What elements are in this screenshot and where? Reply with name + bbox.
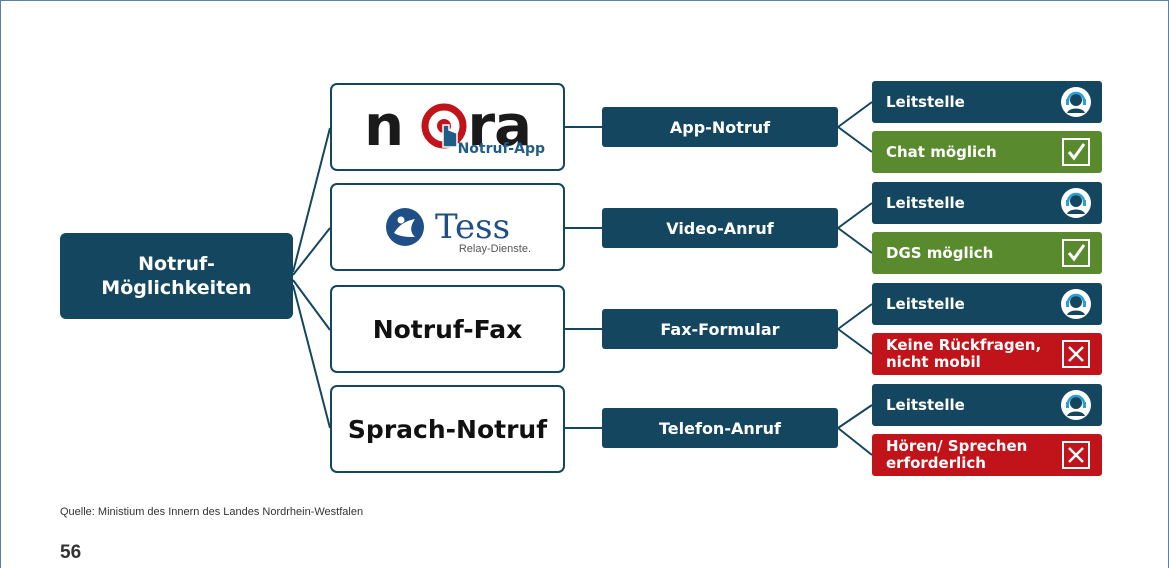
nora-logo: nora n ra bbox=[364, 94, 532, 159]
outcome-leitstelle: Leitstelle bbox=[872, 283, 1102, 325]
outcome-label: Chat möglich bbox=[886, 142, 997, 161]
connector-root-nora bbox=[292, 127, 331, 273]
page-number: 56 bbox=[60, 542, 82, 563]
tess-logo-sub: Relay-Dienste. bbox=[458, 243, 531, 255]
checkbox-x-icon bbox=[1060, 439, 1092, 471]
connector-root-tess bbox=[292, 227, 331, 276]
outcome-label: Leitstelle bbox=[886, 395, 965, 414]
outcome-label-line1: Hören/ Sprechen bbox=[886, 437, 1028, 455]
channel-label: Video-Anruf bbox=[666, 218, 774, 238]
headset-operator-icon bbox=[1060, 389, 1092, 421]
channel-fax-formular: Fax-Formular bbox=[602, 309, 838, 349]
nora-logo-sub: Notruf-App bbox=[457, 141, 545, 157]
outcome-label-line2: nicht mobil bbox=[886, 353, 981, 371]
root-label-line1: Notruf- bbox=[138, 253, 215, 275]
connector-root-voice bbox=[292, 284, 331, 429]
outcome-label-line2: erforderlich bbox=[886, 454, 986, 472]
outcome-leitstelle: Leitstelle bbox=[872, 384, 1102, 426]
headset-operator-icon bbox=[1060, 86, 1092, 118]
headset-operator-icon bbox=[1060, 187, 1092, 219]
outcome-leitstelle: Leitstelle bbox=[872, 182, 1102, 224]
method-nora-app: nora n ra Notruf-App bbox=[330, 83, 565, 171]
outcome-label: Leitstelle bbox=[886, 92, 965, 111]
method-label: Sprach-Notruf bbox=[347, 414, 548, 444]
tess-emblem-icon bbox=[385, 208, 424, 246]
method-label: Notruf-Fax bbox=[372, 314, 523, 344]
finger-tap-icon bbox=[421, 103, 467, 149]
root-node-notruf-moeglichkeiten: Notruf- Möglichkeiten bbox=[60, 233, 293, 319]
outcome-label: DGS möglich bbox=[886, 243, 994, 262]
channel-label: Fax-Formular bbox=[660, 319, 780, 339]
method-sprach-notruf: Sprach-Notruf bbox=[330, 385, 565, 473]
source-caption: Quelle: Ministium des Innern des Landes … bbox=[60, 506, 364, 518]
channel-label: Telefon-Anruf bbox=[659, 418, 781, 438]
method-tess-relay: Tess Relay-Dienste. bbox=[330, 183, 565, 271]
method-notruf-fax: Notruf-Fax bbox=[330, 285, 565, 373]
outcome-label: Leitstelle bbox=[886, 193, 965, 212]
channel-app-notruf: App-Notruf bbox=[602, 107, 838, 147]
outcome-keine-rueckfragen: Keine Rückfragen, nicht mobil bbox=[872, 333, 1102, 375]
connector-root-fax bbox=[292, 279, 331, 331]
checkbox-checked-icon bbox=[1060, 237, 1092, 269]
channel-label: App-Notruf bbox=[669, 117, 771, 137]
outcome-label: Leitstelle bbox=[886, 294, 965, 313]
outcome-dgs-moeglich: DGS möglich bbox=[872, 232, 1102, 274]
outcome-label-line1: Keine Rückfragen, bbox=[886, 336, 1042, 354]
outcome-leitstelle: Leitstelle bbox=[872, 81, 1102, 123]
checkbox-checked-icon bbox=[1060, 136, 1092, 168]
root-label-line2: Möglichkeiten bbox=[101, 277, 252, 299]
outcome-chat-moeglich: Chat möglich bbox=[872, 131, 1102, 173]
channel-telefon-anruf: Telefon-Anruf bbox=[602, 408, 838, 448]
tess-logo-word: Tess bbox=[434, 207, 511, 247]
checkbox-x-icon bbox=[1060, 338, 1092, 370]
channel-video-anruf: Video-Anruf bbox=[602, 208, 838, 248]
headset-operator-icon bbox=[1060, 288, 1092, 320]
outcome-hoeren-sprechen: Hören/ Sprechen erforderlich bbox=[872, 434, 1102, 476]
